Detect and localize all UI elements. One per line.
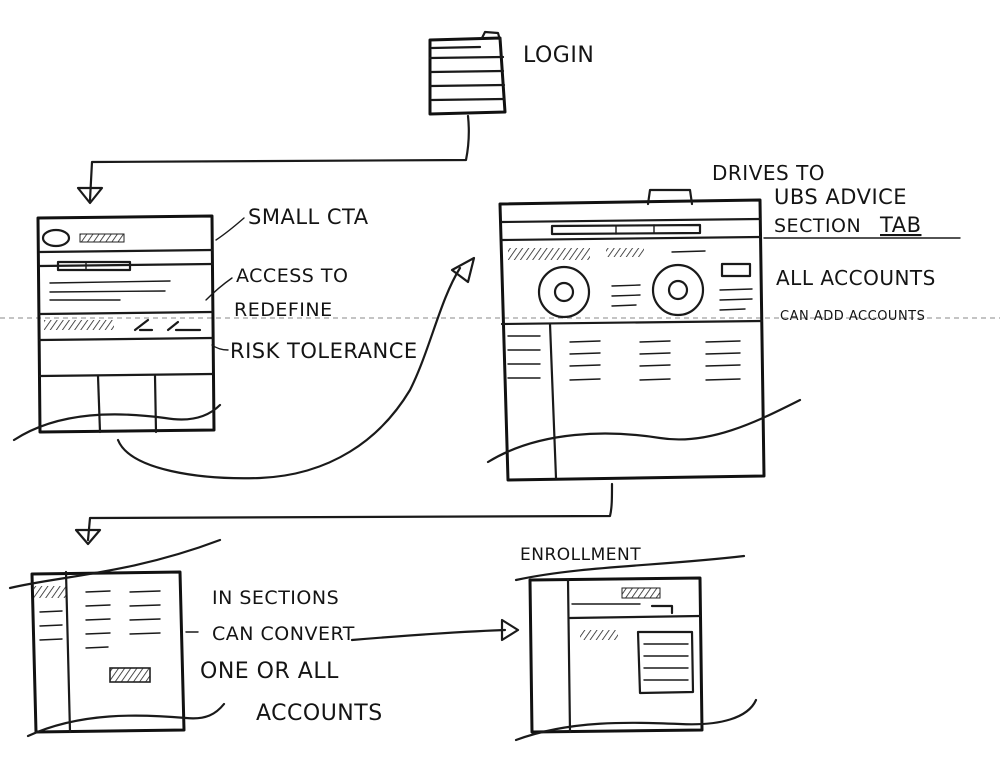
label-login: LOGIN	[523, 43, 594, 68]
login-wireframe	[428, 30, 507, 116]
label-can-add-accounts: CAN ADD ACCOUNTS	[780, 309, 925, 324]
arrow-advice-to-sections	[86, 482, 614, 542]
sections-wireframe	[8, 538, 226, 738]
label-redefine: REDEFINE	[234, 299, 333, 321]
label-tab: TAB	[879, 213, 921, 237]
advice-wireframe	[486, 188, 961, 482]
enrollment-wireframe	[514, 554, 758, 742]
arrow-sections-to-enrollment	[350, 628, 507, 642]
label-in-sections: IN SECTIONS	[212, 587, 339, 609]
label-small-cta: SMALL CTA	[248, 205, 369, 229]
label-section: SECTION	[774, 215, 861, 237]
arrowhead-icon	[74, 528, 102, 546]
label-all-accounts: ALL ACCOUNTS	[776, 266, 936, 290]
dashboard-wireframe	[12, 214, 245, 442]
arrowhead-icon	[450, 256, 476, 284]
arrow-login-to-dashboard	[88, 114, 470, 202]
label-can-convert: CAN CONVERT	[212, 623, 355, 645]
arrowhead-icon	[500, 618, 520, 642]
label-risk-tolerance: RISK TOLERANCE	[230, 339, 418, 363]
arrow-dashboard-to-advice	[116, 266, 462, 480]
label-enrollment: ENROLLMENT	[520, 545, 641, 565]
label-accounts: ACCOUNTS	[256, 701, 383, 726]
label-access-to: ACCESS TO	[236, 265, 348, 287]
label-one-or-all: ONE OR ALL	[200, 659, 339, 684]
arrowhead-icon	[76, 186, 104, 205]
label-ubs-advice: UBS ADVICE	[774, 185, 907, 209]
label-drives-to: DRIVES TO	[712, 161, 825, 185]
